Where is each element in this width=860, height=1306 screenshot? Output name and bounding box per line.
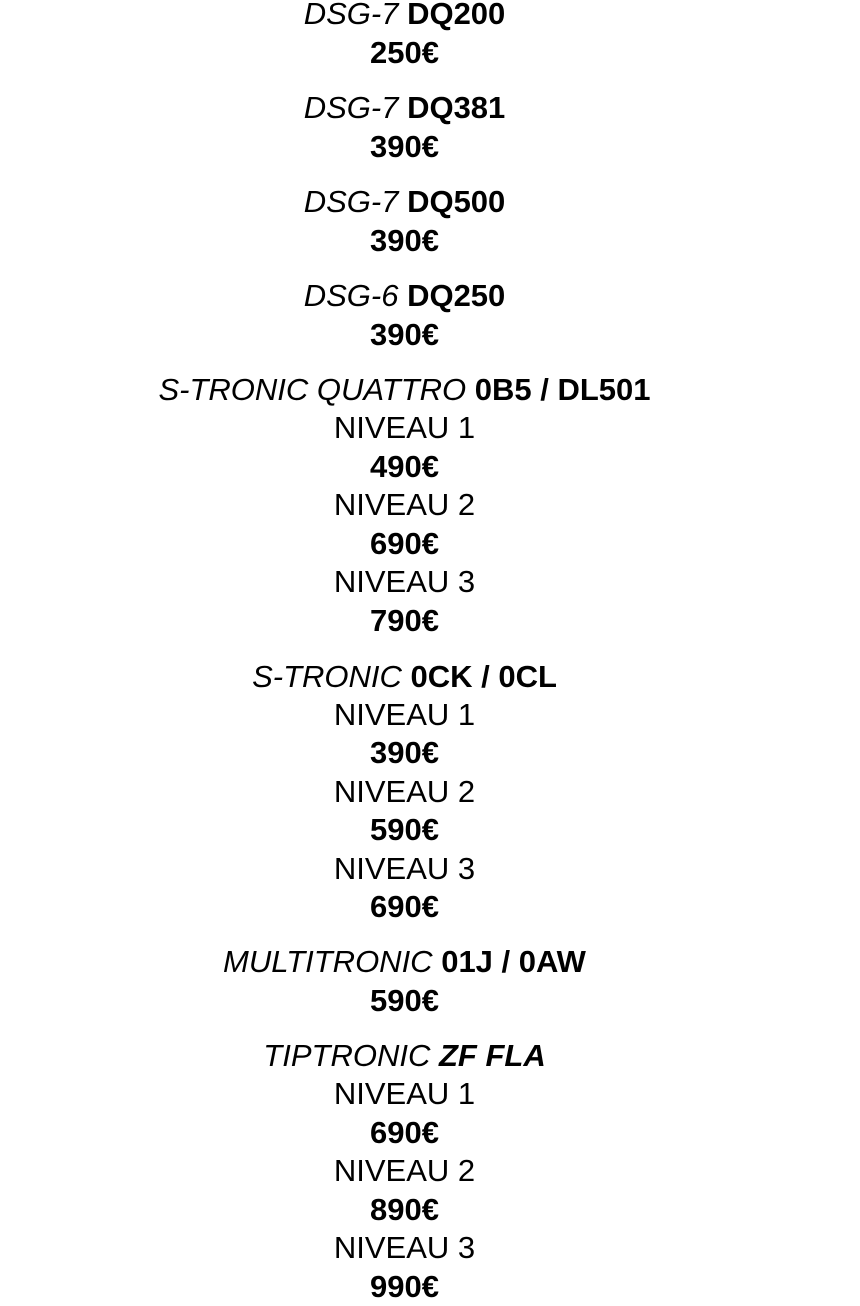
gearbox-model: DQ200 xyxy=(407,0,506,31)
price: 590€ xyxy=(370,812,439,847)
gearbox-model: ZF FLA xyxy=(438,1038,546,1073)
price: 390€ xyxy=(370,735,439,770)
gearbox-title-dsg6-dq250: DSG-6 DQ250 xyxy=(0,277,809,315)
price: 690€ xyxy=(370,1115,439,1150)
level-label: NIVEAU 2 xyxy=(333,487,476,522)
price: 390€ xyxy=(370,223,439,258)
gearbox-title-tiptronic: TIPTRONIC ZF FLA xyxy=(0,1037,809,1075)
gearbox-title-stronic: S-TRONIC 0CK / 0CL xyxy=(0,658,809,696)
price: 490€ xyxy=(370,449,439,484)
level-label: NIVEAU 3 xyxy=(333,1230,476,1265)
level-label: NIVEAU 1 xyxy=(333,697,476,732)
gearbox-model: 01J / 0AW xyxy=(441,944,586,979)
gearbox-title-multitronic: MULTITRONIC 01J / 0AW xyxy=(0,943,809,981)
gearbox-family: TIPTRONIC xyxy=(263,1038,431,1073)
gearbox-family: MULTITRONIC xyxy=(223,944,433,979)
price: 890€ xyxy=(370,1192,439,1227)
gearbox-model: 0CK / 0CL xyxy=(410,659,557,694)
gearbox-model: DQ381 xyxy=(407,90,506,125)
gearbox-model: 0B5 / DL501 xyxy=(474,372,651,407)
level-label: NIVEAU 1 xyxy=(333,1076,476,1111)
gearbox-family: DSG-7 xyxy=(303,0,399,31)
gearbox-title-stronic-quattro: S-TRONIC QUATTRO 0B5 / DL501 xyxy=(0,371,809,409)
price: 690€ xyxy=(370,526,439,561)
level-label: NIVEAU 2 xyxy=(333,774,476,809)
gearbox-title-dsg7-dq200: DSG-7 DQ200 xyxy=(0,0,809,33)
price: 590€ xyxy=(370,983,439,1018)
price: 790€ xyxy=(370,603,439,638)
gearbox-family: DSG-7 xyxy=(303,184,399,219)
gearbox-family: DSG-7 xyxy=(303,90,399,125)
price: 250€ xyxy=(370,35,439,70)
gearbox-model: DQ250 xyxy=(407,278,506,313)
gearbox-family: DSG-6 xyxy=(303,278,399,313)
price: 390€ xyxy=(370,317,439,352)
gearbox-title-dsg7-dq381: DSG-7 DQ381 xyxy=(0,89,809,127)
price: 690€ xyxy=(370,889,439,924)
gearbox-family: S-TRONIC xyxy=(252,659,402,694)
price: 390€ xyxy=(370,129,439,164)
gearbox-title-dsg7-dq500: DSG-7 DQ500 xyxy=(0,183,809,221)
level-label: NIVEAU 3 xyxy=(333,851,476,886)
gearbox-model: DQ500 xyxy=(407,184,506,219)
level-label: NIVEAU 2 xyxy=(333,1153,476,1188)
level-label: NIVEAU 3 xyxy=(333,564,476,599)
price: 990€ xyxy=(370,1269,439,1304)
level-label: NIVEAU 1 xyxy=(333,410,476,445)
gearbox-family: S-TRONIC QUATTRO xyxy=(158,372,467,407)
